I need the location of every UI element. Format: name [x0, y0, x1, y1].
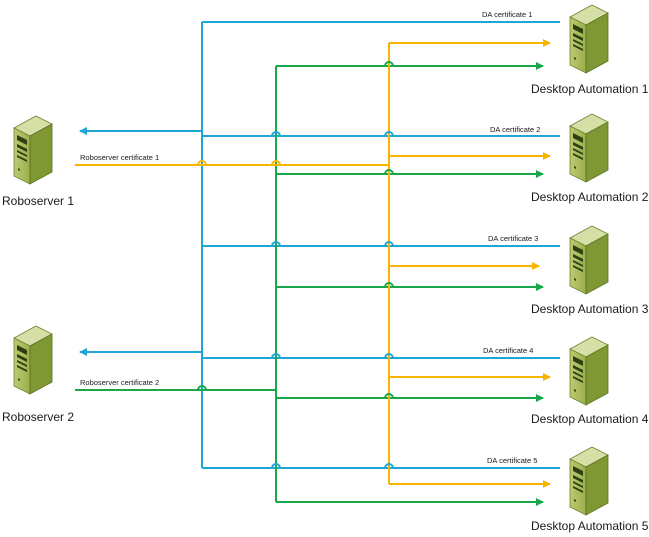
- desktop-automation-2-label: Desktop Automation 2: [531, 190, 649, 204]
- da-certificate-5-label: DA certificate 5: [487, 456, 537, 465]
- desktop-automation-4-label: Desktop Automation 4: [531, 412, 649, 426]
- roboserver-2-label: Roboserver 2: [2, 410, 74, 424]
- desktop-automation-3-label: Desktop Automation 3: [531, 302, 649, 316]
- roboserver-1-server-icon: [13, 115, 53, 185]
- da-certificate-1-label: DA certificate 1: [482, 10, 532, 19]
- desktop-automation-5-label: Desktop Automation 5: [531, 519, 649, 533]
- roboserver-2-server-icon: [13, 325, 53, 395]
- da-certificate-2-label: DA certificate 2: [490, 125, 540, 134]
- desktop-automation-5-server-icon: [569, 446, 609, 516]
- desktop-automation-4-server-icon: [569, 336, 609, 406]
- roboserver-1-label: Roboserver 1: [2, 194, 74, 208]
- da-certificate-3-label: DA certificate 3: [488, 234, 538, 243]
- da-certificate-4-label: DA certificate 4: [483, 346, 533, 355]
- connection-lines: [75, 21, 560, 506]
- line-crossing-hops: [197, 61, 394, 469]
- desktop-automation-1-server-icon: [569, 4, 609, 74]
- desktop-automation-3-server-icon: [569, 225, 609, 295]
- roboserver-2-certificate-label: Roboserver certificate 2: [80, 378, 159, 387]
- roboserver-1-certificate-label: Roboserver certificate 1: [80, 153, 159, 162]
- desktop-automation-2-server-icon: [569, 113, 609, 183]
- desktop-automation-1-label: Desktop Automation 1: [531, 82, 649, 96]
